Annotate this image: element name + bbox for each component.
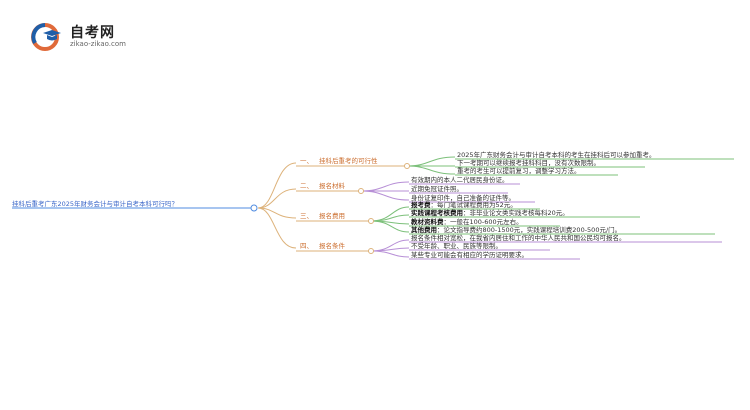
branch-2-leaf-2: 近期免冠证件照。: [411, 185, 463, 193]
branch-3-num: 三、: [300, 212, 313, 220]
branch-4-leaf-3: 某些专业可能会有相应的学历证明要求。: [411, 251, 528, 259]
site-title: 自考网: [70, 25, 115, 41]
branch-1-num: 一、: [300, 157, 313, 165]
branch-4-leaf-1: 报名条件相对宽松，在我省内居住和工作的中华人民共和国公民均可报名。: [411, 234, 626, 242]
fee-label: 教材资料费: [411, 218, 444, 226]
fee-label: 实践课程考核费用: [411, 209, 463, 217]
branch-3-text: 报名费用: [319, 212, 345, 220]
fee-label: 其他费用: [411, 226, 437, 234]
branch-1-leaf-2: 下一考期可以继续报考挂科科目，没有次数限制。: [457, 159, 600, 167]
branch-2-label: 二、报名材料: [300, 182, 345, 190]
branch-2-leaf-1: 有效期内的本人二代居民身份证。: [411, 176, 509, 184]
branch-1-leaf-3: 重考的考生可以提前复习，调整学习方法。: [457, 167, 581, 175]
branch-1-label: 一、挂科后重考的可行性: [300, 157, 378, 165]
branch-1-text: 挂科后重考的可行性: [319, 157, 378, 165]
branch-4-text: 报名条件: [319, 242, 345, 250]
fee-label: 报考费: [411, 201, 431, 209]
branch-2-leaf-3: 身份证复印件，自己准备的证件等。: [411, 194, 515, 202]
branch-3-leaf-3: 教材资料费：一般在100-600元左右。: [411, 218, 523, 226]
site-url: zikao-zikao.com: [70, 40, 126, 48]
branch-3-leaf-4: 其他费用：论文指导费约800-1500元，实践课程培训费200-500元/门。: [411, 226, 621, 234]
branch-3-leaf-2: 实践课程考核费用：非毕业论文类实践考核每科20元。: [411, 209, 569, 217]
fee-text: ：非毕业论文类实践考核每科20元。: [463, 209, 569, 217]
branch-3-label: 三、报名费用: [300, 212, 345, 220]
fee-text: ：每门笔试课程费用为52元。: [430, 201, 517, 209]
branch-4-num: 四、: [300, 242, 313, 250]
branch-1-leaf-1: 2025年广东财务会计与审计自考本科的考生在挂科后可以参加重考。: [457, 151, 656, 159]
branch-3-leaf-1: 报考费：每门笔试课程费用为52元。: [411, 201, 517, 209]
site-logo[interactable]: 自考网 zikao-zikao.com: [30, 22, 140, 52]
branch-4-label: 四、报名条件: [300, 242, 345, 250]
fee-text: ：一般在100-600元左右。: [443, 218, 523, 226]
branch-2-num: 二、: [300, 182, 313, 190]
branch-2-text: 报名材料: [319, 182, 345, 190]
fee-text: ：论文指导费约800-1500元，实践课程培训费200-500元/门。: [437, 226, 622, 234]
branch-4-leaf-2: 不受年龄、职业、民族等限制。: [411, 242, 502, 250]
mindmap-root: 挂科后重考广东2025年财务会计与审计自考本科可行吗？: [12, 200, 179, 208]
logo-icon: [31, 23, 61, 51]
